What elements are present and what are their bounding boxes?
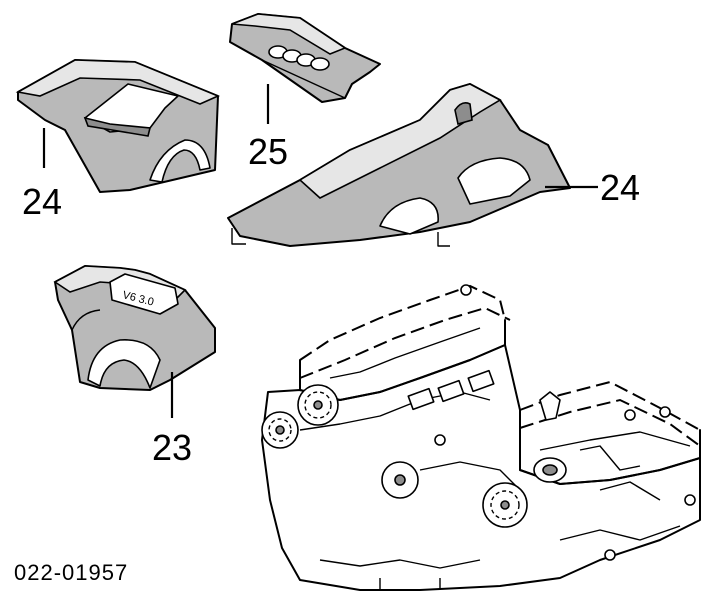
drawing-number: 022-01957 [14,560,128,585]
four-rings-logo [268,45,330,71]
callout-23: 23 [152,427,192,468]
callout-25: 25 [248,131,288,172]
top-cover-with-logo [229,13,381,103]
lower-engine-shroud [227,83,571,247]
cam-sprocket-lower-left [261,411,299,449]
callout-24-right: 24 [600,167,640,208]
v6-engine-block [261,284,701,591]
front-cover-v6: V6 3.0 [53,265,216,391]
cam-sprocket-right [482,482,528,528]
cam-sprocket-upper-left [297,384,339,426]
engine-cover-left [15,59,221,193]
callout-24-left: 24 [22,181,62,222]
distributor-cap [533,457,567,483]
crank-pulley [381,461,419,499]
